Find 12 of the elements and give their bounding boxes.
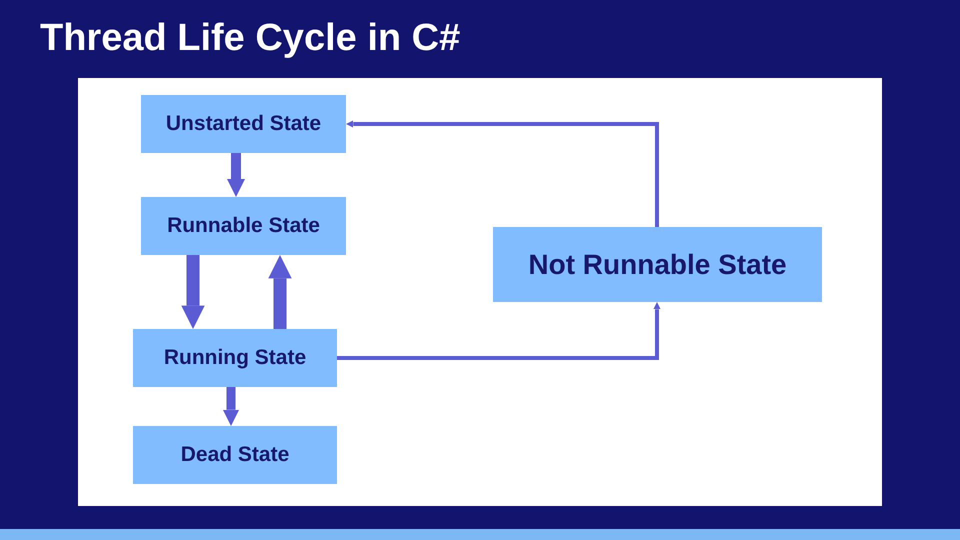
arrow: [227, 153, 245, 197]
state-box: Running State: [133, 329, 337, 387]
arrow: [181, 255, 205, 329]
state-box: Dead State: [133, 426, 337, 484]
state-box: Runnable State: [141, 197, 346, 255]
arrow: [337, 302, 661, 360]
state-box: Unstarted State: [141, 95, 346, 153]
title: Thread Life Cycle in C#: [40, 16, 460, 61]
arrow: [268, 255, 292, 329]
state-box: Not Runnable State: [493, 227, 822, 302]
arrow: [346, 120, 659, 227]
arrow: [222, 387, 240, 426]
